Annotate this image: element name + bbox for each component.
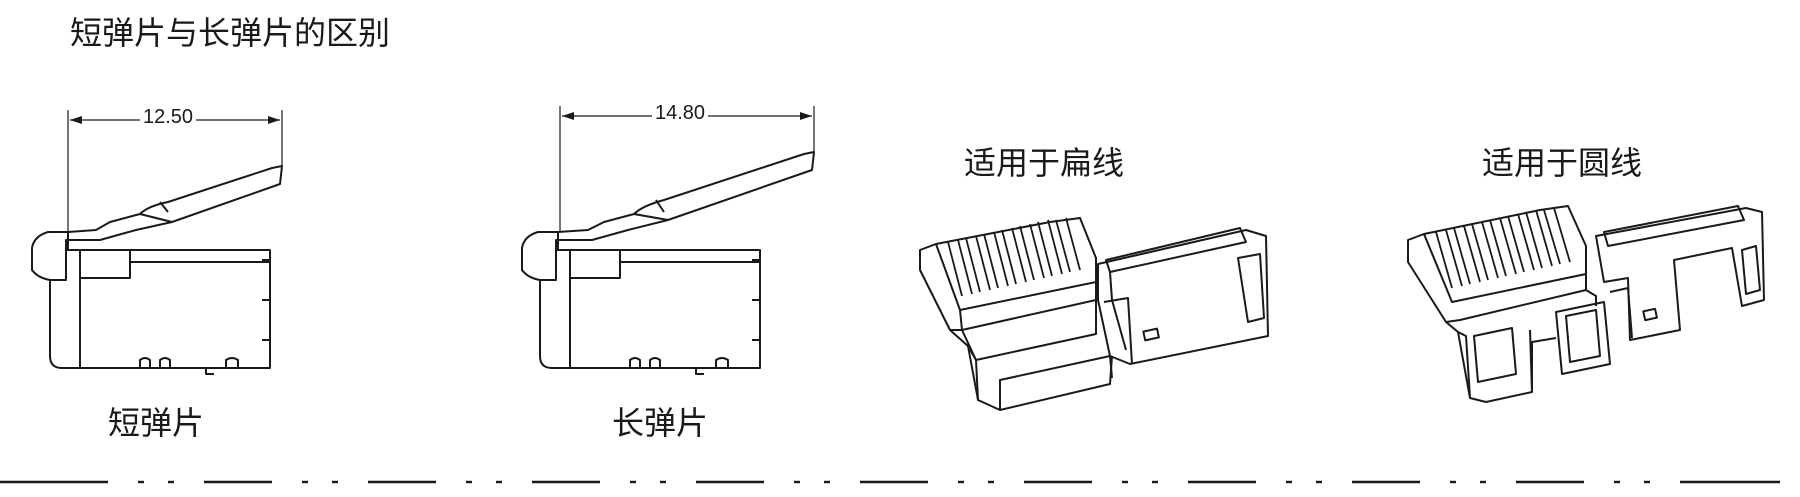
- long-clip-label: 长弹片: [612, 404, 709, 442]
- page-title: 短弹片与长弹片的区别: [70, 14, 391, 52]
- round-cable-label: 适用于圆线: [1482, 144, 1643, 182]
- long-clip-dimension: 14.80: [652, 102, 709, 125]
- flat-cable-label: 适用于扁线: [964, 144, 1125, 182]
- short-clip-label: 短弹片: [108, 404, 205, 442]
- short-clip-dimension: 12.50: [140, 106, 197, 129]
